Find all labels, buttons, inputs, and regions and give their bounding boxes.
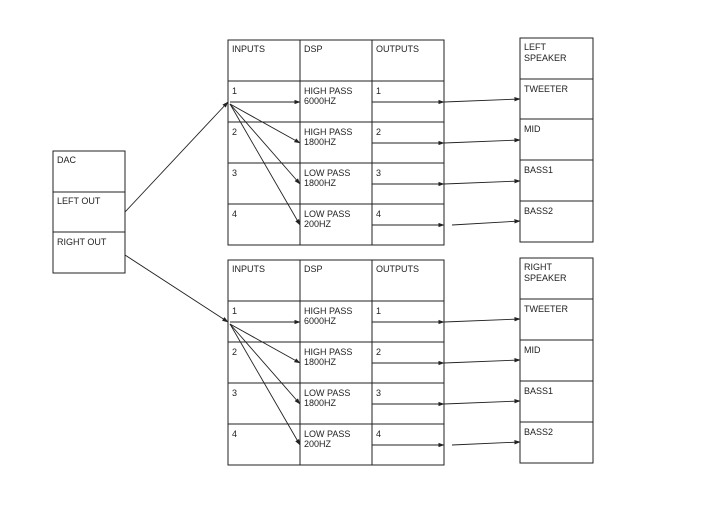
speaker-title: SPEAKER	[524, 273, 567, 283]
header-outputs: OUTPUTS	[376, 44, 419, 54]
driver-label: TWEETER	[524, 304, 568, 314]
output-number: 3	[376, 168, 381, 178]
output-to-driver-arrow	[451, 440, 521, 446]
filter-frequency: 200HZ	[304, 219, 332, 229]
filter-frequency: 6000HZ	[304, 316, 337, 326]
filter-frequency: 6000HZ	[304, 96, 337, 106]
output-to-driver-arrow	[443, 358, 521, 364]
dac-title: DAC	[57, 155, 77, 165]
output-number: 4	[376, 429, 381, 439]
filter-type: HIGH PASS	[304, 347, 352, 357]
driver-label: BASS2	[524, 427, 553, 437]
filter-frequency: 1800HZ	[304, 398, 337, 408]
route-arrow	[229, 323, 301, 405]
header-dsp: DSP	[304, 44, 323, 54]
input-number: 4	[232, 429, 237, 439]
filter-type: LOW PASS	[304, 209, 350, 219]
output-number: 3	[376, 388, 381, 398]
route-arrow	[229, 323, 301, 446]
filter-type: HIGH PASS	[304, 86, 352, 96]
left-speaker-box: LEFT SPEAKER TWEETER MID BASS1 BASS2	[519, 37, 594, 243]
driver-label: MID	[524, 124, 541, 134]
input-number: 2	[232, 347, 237, 357]
speaker-title: LEFT	[524, 42, 547, 52]
dac-right-to-dsp-arrow	[124, 254, 229, 323]
header-inputs: INPUTS	[232, 264, 265, 274]
dsp-table-left: INPUTS DSP OUTPUTS 1 HIGH PASS 6000HZ 1 …	[227, 39, 445, 246]
header-dsp: DSP	[304, 264, 323, 274]
input-number: 2	[232, 127, 237, 137]
dsp-table-right: INPUTS DSP OUTPUTS 1 HIGH PASS 6000HZ 1 …	[227, 259, 445, 466]
route-arrow	[229, 103, 301, 226]
output-number: 1	[376, 86, 381, 96]
route-arrow	[229, 323, 301, 364]
dac-left-out-label: LEFT OUT	[57, 196, 101, 206]
output-number: 2	[376, 347, 381, 357]
driver-label: BASS2	[524, 206, 553, 216]
speaker-title: RIGHT	[524, 262, 553, 272]
filter-type: HIGH PASS	[304, 306, 352, 316]
filter-frequency: 1800HZ	[304, 357, 337, 367]
output-number: 1	[376, 306, 381, 316]
output-number: 2	[376, 127, 381, 137]
driver-label: MID	[524, 345, 541, 355]
input-number: 3	[232, 168, 237, 178]
filter-type: LOW PASS	[304, 388, 350, 398]
input-number: 4	[232, 209, 237, 219]
driver-label: BASS1	[524, 386, 553, 396]
output-to-driver-arrow	[443, 399, 521, 405]
filter-type: LOW PASS	[304, 168, 350, 178]
route-arrow	[229, 103, 301, 185]
filter-frequency: 200HZ	[304, 439, 332, 449]
output-to-driver-arrow	[443, 138, 521, 144]
speaker-title: SPEAKER	[524, 53, 567, 63]
right-speaker-box: RIGHT SPEAKER TWEETER MID BASS1 BASS2	[519, 257, 594, 464]
header-inputs: INPUTS	[232, 44, 265, 54]
input-number: 3	[232, 388, 237, 398]
dac-box: DAC LEFT OUT RIGHT OUT	[52, 150, 126, 274]
driver-label: BASS1	[524, 165, 553, 175]
dac-left-to-dsp-arrow	[124, 101, 229, 213]
filter-frequency: 1800HZ	[304, 178, 337, 188]
driver-label: TWEETER	[524, 84, 568, 94]
input-number: 1	[232, 86, 237, 96]
filter-type: HIGH PASS	[304, 127, 352, 137]
input-number: 1	[232, 306, 237, 316]
filter-frequency: 1800HZ	[304, 137, 337, 147]
header-outputs: OUTPUTS	[376, 264, 419, 274]
output-to-driver-arrow	[443, 317, 521, 323]
filter-type: LOW PASS	[304, 429, 350, 439]
output-to-driver-arrow	[443, 179, 521, 185]
dac-right-out-label: RIGHT OUT	[57, 237, 107, 247]
output-number: 4	[376, 209, 381, 219]
output-to-driver-arrow	[443, 97, 521, 103]
output-to-driver-arrow	[451, 219, 521, 226]
route-arrow	[229, 103, 301, 144]
